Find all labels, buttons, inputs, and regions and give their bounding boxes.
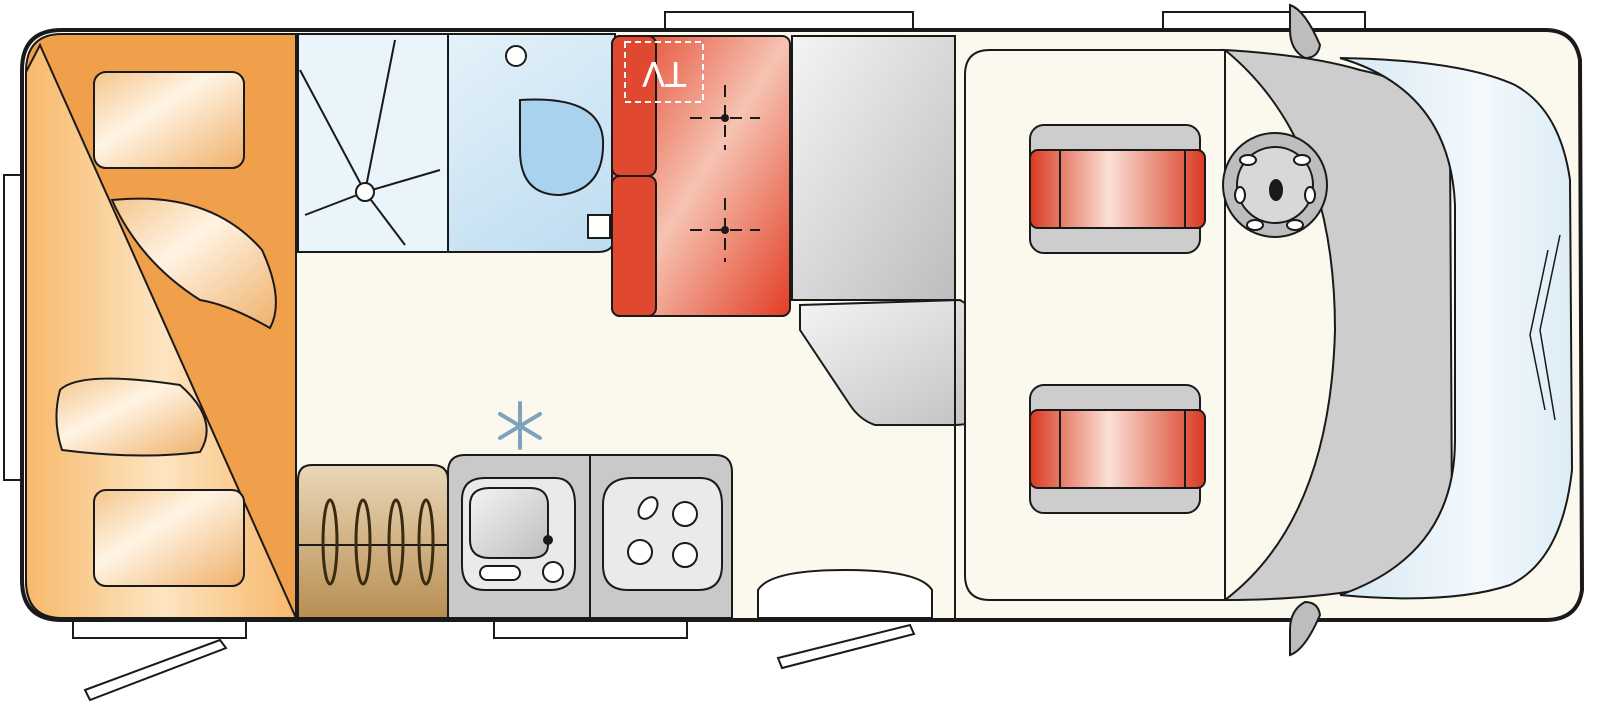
windscreen: [1339, 57, 1574, 600]
pillow-bottom: [93, 489, 245, 587]
rear-door: [83, 638, 228, 702]
mirror-top: [1289, 3, 1322, 60]
side-mirrors: [1289, 3, 1322, 657]
kitchen-counter: [447, 454, 733, 619]
shower-icon: [297, 33, 449, 253]
sofa-back-lower: [611, 175, 657, 317]
side-window-bottom-mid: [493, 619, 688, 639]
doors: [83, 623, 916, 702]
wiper-lines: [1529, 234, 1561, 421]
tv-label: TV: [642, 53, 687, 93]
tv-mount: TV: [624, 41, 704, 103]
toilet-icon: [505, 45, 611, 239]
driver-seat: [1029, 124, 1206, 254]
rear-window: [3, 174, 23, 481]
wardrobe: [297, 464, 449, 619]
entrance-step: [757, 568, 933, 619]
snowflake-icon: [498, 401, 542, 450]
pillow-top: [93, 71, 245, 169]
rear-bed: [25, 33, 298, 619]
mirror-bottom: [1289, 600, 1322, 657]
passenger-seat: [1029, 384, 1206, 514]
hob-icon: [602, 477, 723, 591]
pillow-middle: [55, 377, 208, 457]
hangers: [321, 498, 435, 586]
steering-wheel-icon: [1222, 132, 1328, 238]
side-window-bottom-left: [72, 619, 247, 639]
entrance-door: [776, 623, 916, 670]
bathroom: [297, 33, 616, 253]
sink-icon: [461, 477, 576, 591]
bed-duvet: [25, 42, 298, 619]
pillow-folded: [110, 197, 277, 330]
sofa-buttons: [690, 85, 760, 262]
dashboard: [1221, 48, 1454, 602]
dinette-sofa: TV: [611, 35, 791, 317]
